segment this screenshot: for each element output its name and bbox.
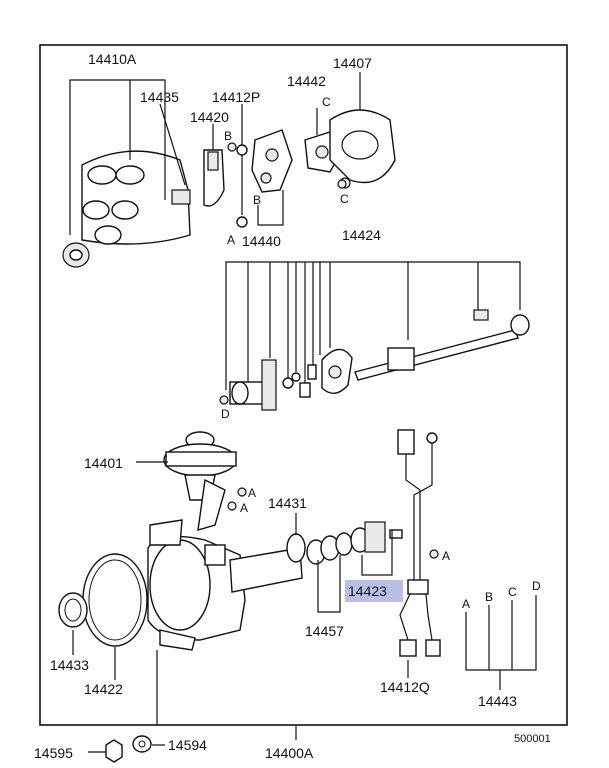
cap-plug bbox=[62, 242, 90, 268]
letter-A-4: A bbox=[442, 549, 450, 563]
label-14400A: 14400A bbox=[265, 745, 314, 761]
governor-weights bbox=[321, 348, 353, 394]
top-leaders bbox=[69, 72, 361, 235]
distributor-housing bbox=[147, 519, 303, 651]
label-14440: 14440 bbox=[242, 233, 281, 249]
letter-A-5: A bbox=[462, 597, 470, 611]
distributor-cap bbox=[81, 150, 191, 245]
label-14401: 14401 bbox=[84, 455, 123, 471]
letter-A-1: A bbox=[227, 233, 235, 247]
shaft-seal bbox=[286, 533, 306, 563]
letter-A-2: A bbox=[248, 486, 256, 500]
small-bolts bbox=[219, 142, 439, 559]
label-14423: 14423 bbox=[348, 583, 387, 599]
vacuum-advancer bbox=[163, 431, 237, 531]
label-14431: 14431 bbox=[268, 495, 307, 511]
washers bbox=[306, 532, 353, 565]
drive-gear bbox=[350, 521, 403, 553]
nut-washer bbox=[105, 735, 152, 763]
letter-C-1: C bbox=[322, 95, 331, 109]
governor-leaders bbox=[225, 261, 521, 390]
o-ring bbox=[58, 592, 88, 628]
wire-harness bbox=[397, 429, 441, 657]
label-14420: 14420 bbox=[190, 109, 229, 125]
rotor bbox=[203, 149, 225, 207]
letter-D-1: D bbox=[221, 407, 230, 421]
breaker-assembly bbox=[251, 129, 293, 193]
highlight-14423 bbox=[345, 580, 403, 602]
letter-B-3: B bbox=[485, 590, 493, 604]
lower-leaders bbox=[72, 461, 537, 753]
label-14410A: 14410A bbox=[88, 51, 137, 67]
letter-B-2: B bbox=[253, 193, 261, 207]
cam-bushing bbox=[229, 359, 277, 411]
label-14407: 14407 bbox=[333, 55, 372, 71]
label-14457: 14457 bbox=[305, 623, 344, 639]
label-14443: 14443 bbox=[478, 693, 517, 709]
diagram-frame bbox=[39, 44, 568, 726]
ground-wire bbox=[236, 144, 248, 228]
letter-A-3: A bbox=[240, 501, 248, 515]
letter-C-2: C bbox=[340, 192, 349, 206]
label-14435: 14435 bbox=[140, 89, 179, 105]
governor-shaft bbox=[354, 309, 530, 381]
label-14424: 14424 bbox=[342, 227, 381, 243]
label-14595: 14595 bbox=[34, 745, 73, 761]
letter-C-3: C bbox=[508, 585, 517, 599]
breaker-plate bbox=[329, 109, 396, 189]
label-14412P: 14412P bbox=[212, 89, 260, 105]
small-clips bbox=[282, 364, 317, 398]
label-14594: 14594 bbox=[168, 737, 207, 753]
label-14442: 14442 bbox=[287, 73, 326, 89]
letter-D-2: D bbox=[532, 579, 541, 593]
figure-code: 500001 bbox=[514, 733, 551, 745]
label-14422: 14422 bbox=[84, 681, 123, 697]
housing-gasket bbox=[82, 553, 148, 647]
label-14412Q: 14412Q bbox=[380, 679, 430, 695]
label-14433: 14433 bbox=[50, 657, 89, 673]
letter-B-1: B bbox=[224, 129, 232, 143]
